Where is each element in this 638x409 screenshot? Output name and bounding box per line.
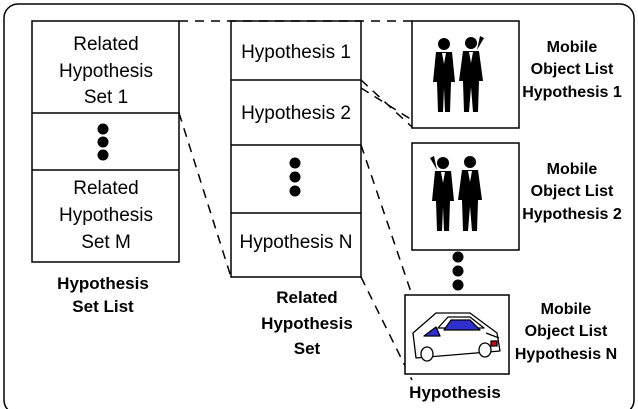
ellipsis-dots — [97, 123, 109, 161]
set-1-line-1: Related — [73, 34, 139, 55]
set-1-line-2: Hypothesis — [59, 61, 153, 82]
set-m-line-3: Set M — [81, 232, 131, 253]
related-hypothesis-set: Hypothesis 1 Hypothesis 2 Hypothesis N R… — [230, 20, 362, 358]
connector-hyp2 — [360, 144, 413, 296]
hypothesis-set-list-caption-line-1: Hypothesis — [57, 274, 149, 293]
hypothesis-2-label-line-2: Object List — [531, 183, 614, 200]
outer-frame — [3, 3, 635, 409]
set-m-line-2: Hypothesis — [59, 205, 153, 226]
hypothesis-1-label-line-2: Object List — [531, 61, 614, 78]
dashed-connectors — [178, 20, 413, 381]
hypothesis-n-image: Mobile Object List Hypothesis N — [404, 294, 617, 375]
related-hypothesis-set-caption-line-3: Set — [294, 339, 321, 358]
hypothesis-1-image: Mobile Object List Hypothesis 1 — [411, 20, 622, 129]
hypothesis-n-label: Hypothesis N — [240, 232, 353, 253]
hypothesis-set-list: Related Hypothesis Set 1 Related Hypothe… — [31, 20, 180, 316]
hypothesis-1-label-line-1: Mobile — [547, 39, 598, 56]
hypothesis-caption: Hypothesis — [409, 383, 501, 402]
hypothesis-1-label: Hypothesis 1 — [241, 42, 351, 63]
ellipsis-dots — [452, 251, 464, 291]
hypothesis-1-label-line-3: Hypothesis 1 — [522, 84, 622, 101]
car-icon — [412, 312, 501, 362]
hypothesis-2-label-line-1: Mobile — [547, 161, 598, 178]
set-m-line-1: Related — [73, 178, 139, 199]
related-hypothesis-set-caption-line-2: Hypothesis — [261, 314, 353, 333]
ellipsis-dots — [289, 157, 301, 197]
connector-hypn — [360, 276, 413, 381]
connector-hyp1-a — [360, 79, 413, 128]
hypothesis-2-image: Mobile Object List Hypothesis 2 — [411, 142, 622, 251]
connector-set-to-related — [178, 112, 232, 278]
hypothesis-n-label-line-1: Mobile — [541, 301, 592, 318]
connector-hyp1-b — [360, 87, 413, 121]
related-hypothesis-set-caption-line-1: Related — [276, 288, 337, 307]
hypothesis-set-list-caption-line-2: Set List — [72, 297, 134, 316]
set-1-line-3: Set 1 — [84, 87, 128, 108]
hypothesis-2-label: Hypothesis 2 — [241, 103, 351, 124]
hypothesis-n-label-line-2: Object List — [525, 323, 608, 340]
two-people-icon — [430, 156, 482, 231]
hypothesis-n-label-line-3: Hypothesis N — [515, 346, 617, 363]
hypothesis-2-label-line-3: Hypothesis 2 — [522, 206, 622, 223]
two-people-icon — [433, 36, 484, 112]
